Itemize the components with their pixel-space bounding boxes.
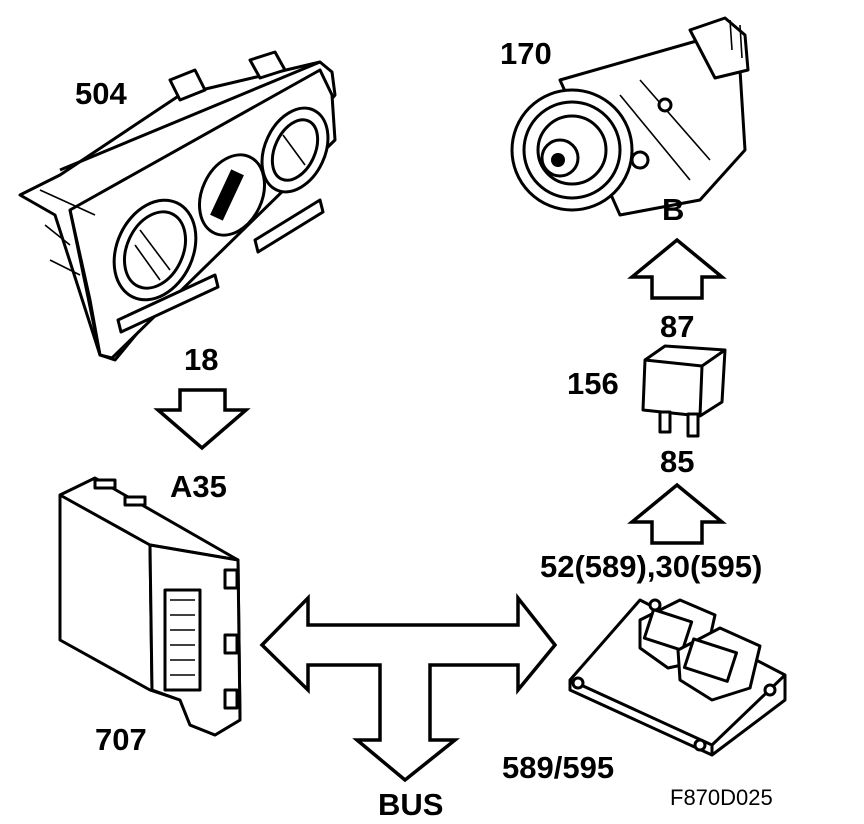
bus-t-arrow — [259, 592, 558, 783]
climate-control-panel-504 — [18, 50, 337, 362]
label-87: 87 — [660, 309, 694, 344]
label-18: 18 — [184, 342, 218, 377]
arrow-ecu-to-relay — [627, 482, 727, 545]
label-589-595: 589/595 — [502, 750, 614, 785]
engine-ecu-589-595 — [568, 598, 787, 757]
arrow-relay-to-compressor — [627, 237, 727, 300]
label-b: B — [662, 192, 684, 227]
ac-compressor-170 — [510, 16, 750, 217]
label-a35: A35 — [170, 469, 227, 504]
label-ecu-pins: 52(589),30(595) — [540, 549, 762, 584]
relay-156 — [641, 344, 727, 438]
label-156: 156 — [567, 366, 619, 401]
figure-reference: F870D025 — [670, 785, 773, 810]
arrow-panel-to-module — [153, 388, 251, 451]
climate-module-707 — [58, 476, 242, 737]
label-707: 707 — [95, 722, 147, 757]
label-bus: BUS — [378, 787, 443, 822]
label-85: 85 — [660, 444, 694, 479]
label-504: 504 — [75, 76, 127, 111]
label-170: 170 — [500, 36, 552, 71]
